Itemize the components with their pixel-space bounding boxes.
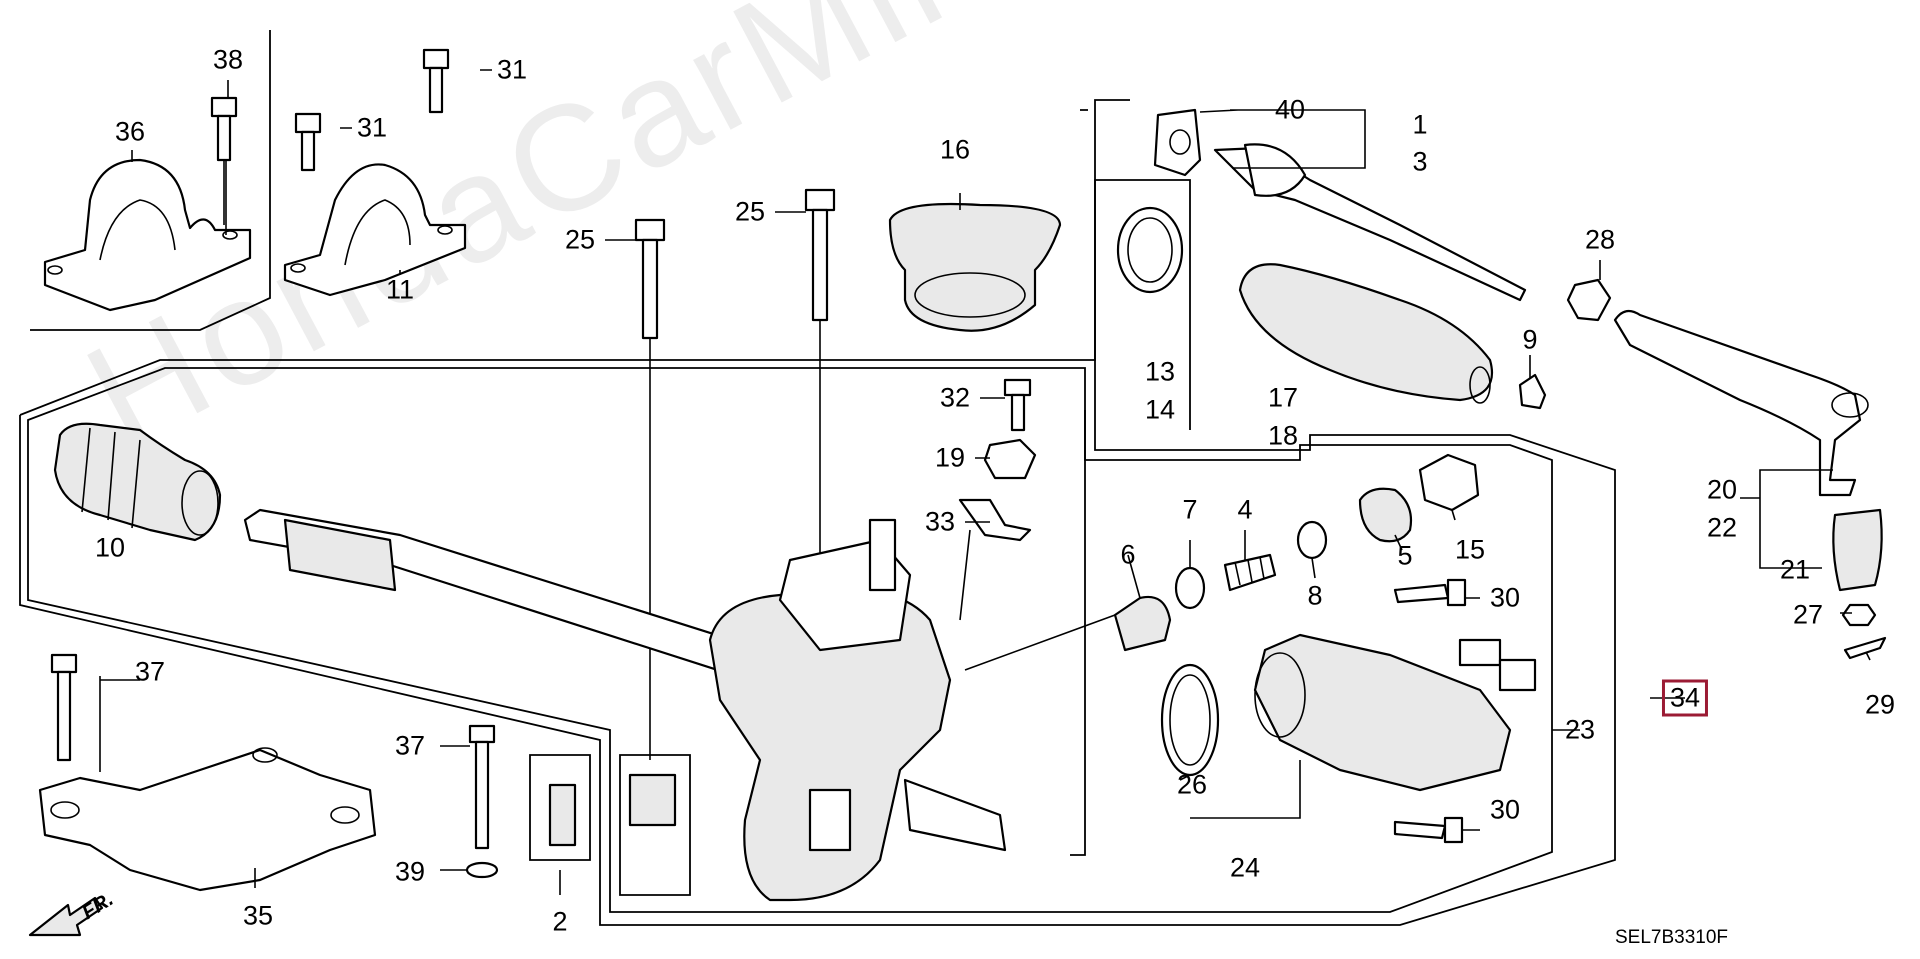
- callout-30-bottom: 30: [1489, 794, 1521, 825]
- gearbox-frame-outline: [19, 179, 1616, 926]
- rack-shaft: [243, 508, 782, 692]
- bolt-25b: [804, 188, 836, 585]
- callout-33: 33: [924, 506, 956, 537]
- plate-33: [958, 498, 1032, 542]
- callout-31-left: 31: [356, 112, 388, 143]
- clip-9: [1518, 373, 1547, 410]
- callout-35: 35: [242, 900, 274, 931]
- tie-rod-1: [1213, 143, 1527, 302]
- bushing-set-2: [529, 754, 691, 896]
- bolt-37a: [50, 653, 78, 762]
- lock-washer-40: [1153, 108, 1202, 177]
- callout-6: 6: [1120, 539, 1136, 570]
- callout-17: 17: [1267, 382, 1299, 413]
- callout-32: 32: [939, 382, 971, 413]
- boot-17: [1238, 263, 1494, 404]
- nut-15: [1418, 453, 1480, 512]
- callout-15: 15: [1454, 534, 1486, 565]
- bolt-31b: [422, 48, 450, 114]
- nut-27: [1841, 603, 1877, 627]
- ring-7: [1174, 566, 1206, 610]
- callout-20: 20: [1706, 474, 1738, 505]
- callout-37-left: 37: [134, 656, 166, 687]
- seal-26: [1160, 663, 1220, 777]
- callout-7: 7: [1182, 494, 1198, 525]
- bolt-37b: [468, 724, 496, 850]
- callout-21: 21: [1779, 554, 1811, 585]
- callout-23: 23: [1564, 714, 1596, 745]
- callout-25-right: 25: [734, 196, 766, 227]
- callout-27: 27: [1792, 599, 1824, 630]
- callout-1: 1: [1412, 109, 1428, 140]
- bracket-19: [983, 438, 1037, 480]
- inset-frame: [30, 30, 271, 331]
- cover-16: [888, 202, 1062, 332]
- pin-29: [1843, 636, 1887, 660]
- clamp-bracket-11: [283, 163, 467, 297]
- callout-16: 16: [939, 134, 971, 165]
- callout-36: 36: [114, 116, 146, 147]
- gearbox-housing: [708, 518, 1007, 902]
- nut-28: [1566, 278, 1612, 322]
- boot-10: [53, 422, 222, 542]
- callout-38: 38: [212, 44, 244, 75]
- motor-23: [1253, 633, 1537, 792]
- bolt-31a: [294, 112, 322, 172]
- callout-26: 26: [1176, 769, 1208, 800]
- boot-21: [1832, 508, 1883, 592]
- callout-31-right: 31: [496, 54, 528, 85]
- callout-9: 9: [1522, 324, 1538, 355]
- callout-10: 10: [94, 532, 126, 563]
- front-direction-arrow-icon: [28, 896, 104, 937]
- callout-40: 40: [1274, 94, 1306, 125]
- callout-30-top: 30: [1489, 582, 1521, 613]
- bolt-25a: [634, 218, 666, 760]
- callout-34-highlighted[interactable]: 34: [1661, 679, 1709, 717]
- bolt-30a: [1393, 578, 1467, 607]
- subframe-bracket-35: [38, 747, 377, 892]
- clamp-13: [1116, 206, 1184, 294]
- diagram-code: SEL7B3310F: [1615, 927, 1729, 948]
- bolt-32: [1003, 378, 1032, 432]
- bolt-38: [210, 96, 238, 225]
- callout-25-left: 25: [564, 224, 596, 255]
- callout-39: 39: [394, 856, 426, 887]
- callout-5: 5: [1397, 540, 1413, 571]
- leader-lines: [99, 69, 1871, 895]
- callout-13: 13: [1144, 356, 1176, 387]
- spring-4: [1223, 553, 1277, 592]
- callout-24: 24: [1229, 852, 1261, 883]
- clamp-bracket-36: [43, 158, 252, 312]
- callout-3: 3: [1412, 146, 1428, 177]
- washer-39: [465, 861, 499, 879]
- frame-link: [1070, 410, 1086, 856]
- rack-frame-outline: [27, 367, 1553, 913]
- callout-19: 19: [934, 442, 966, 473]
- callout-29: 29: [1864, 689, 1896, 720]
- callout-4: 4: [1237, 494, 1253, 525]
- tie-rod-end-20: [1613, 309, 1869, 497]
- callout-28: 28: [1584, 224, 1616, 255]
- washer-8: [1296, 520, 1328, 560]
- callout-2: 2: [552, 906, 568, 937]
- callout-8: 8: [1307, 580, 1323, 611]
- bolt-30b: [1393, 816, 1464, 844]
- sleeve-6: [1113, 595, 1172, 652]
- callout-18: 18: [1267, 420, 1299, 451]
- callout-37-right: 37: [394, 730, 426, 761]
- callout-22: 22: [1706, 512, 1738, 543]
- boot-5: [1358, 487, 1413, 543]
- callout-11: 11: [385, 274, 415, 305]
- callout-14: 14: [1144, 394, 1176, 425]
